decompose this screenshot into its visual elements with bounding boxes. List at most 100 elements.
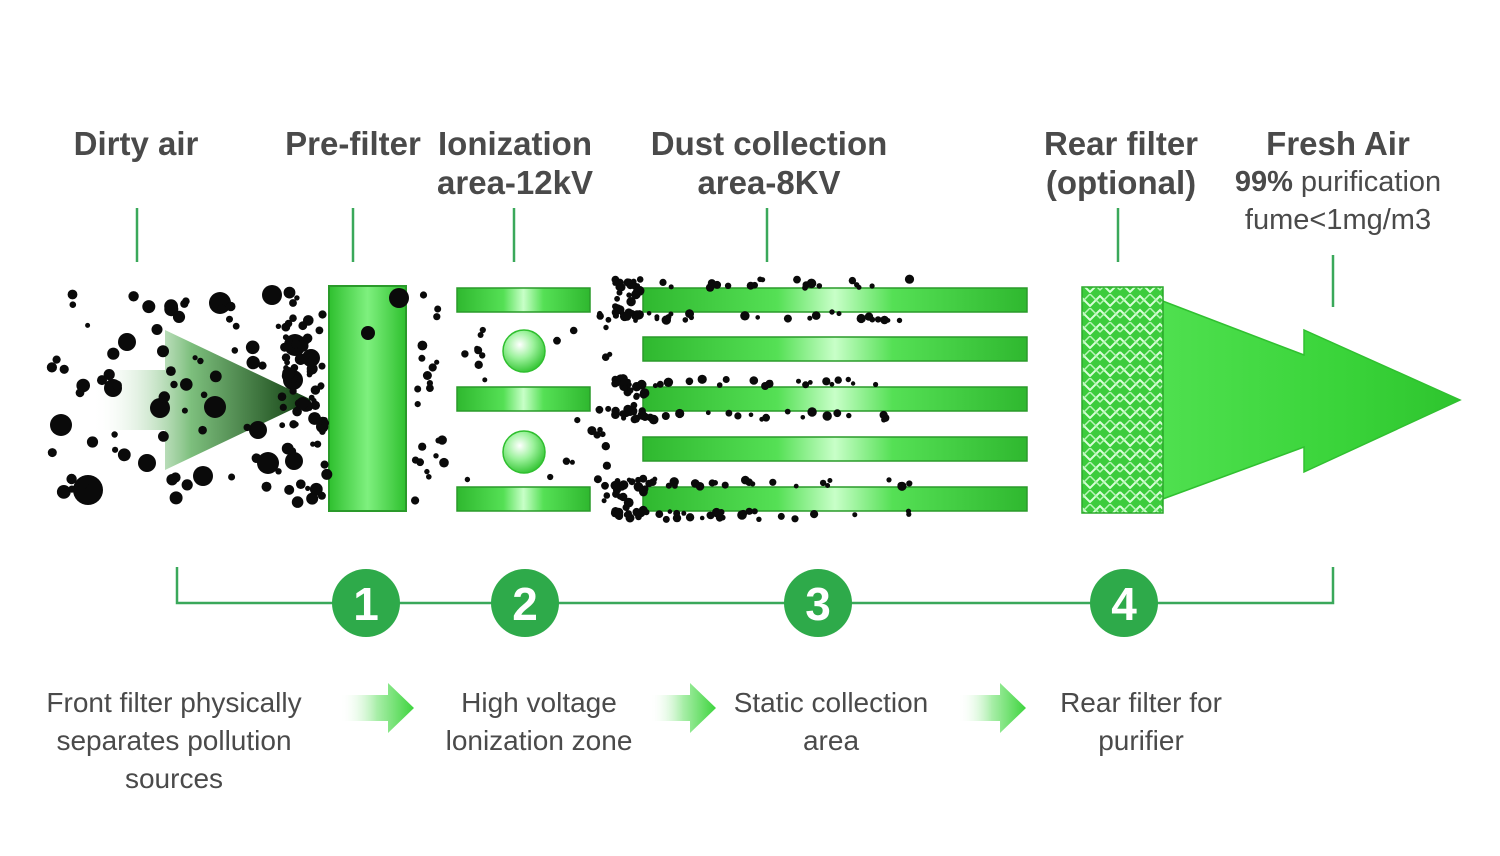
particle bbox=[654, 316, 660, 322]
particle bbox=[474, 360, 483, 369]
particle bbox=[905, 508, 912, 514]
particle bbox=[661, 412, 670, 420]
particle bbox=[713, 280, 722, 289]
particle bbox=[361, 326, 375, 340]
fresh-air-arrow bbox=[1159, 298, 1462, 502]
particle bbox=[721, 481, 729, 489]
particle bbox=[648, 414, 659, 425]
particle bbox=[289, 420, 298, 429]
particle bbox=[611, 406, 620, 416]
particle bbox=[614, 295, 620, 302]
description-step-2-line1: High voltage bbox=[461, 687, 617, 718]
particle bbox=[625, 378, 631, 385]
particle bbox=[622, 385, 628, 391]
particle bbox=[601, 442, 610, 451]
pre-filter-panel bbox=[328, 285, 407, 512]
particle bbox=[836, 311, 842, 317]
particle bbox=[699, 515, 705, 521]
particle bbox=[310, 385, 321, 395]
particle bbox=[209, 370, 222, 383]
particle bbox=[751, 508, 758, 515]
particle bbox=[807, 315, 813, 321]
particle bbox=[636, 381, 642, 387]
particle bbox=[310, 441, 316, 447]
particle bbox=[656, 380, 664, 388]
particle bbox=[825, 483, 831, 488]
particle bbox=[181, 479, 193, 491]
particle bbox=[806, 278, 817, 289]
particle bbox=[626, 297, 636, 307]
particle bbox=[284, 484, 295, 495]
particle bbox=[593, 475, 602, 484]
particle bbox=[569, 459, 575, 465]
description-step-3-line2: area bbox=[802, 725, 860, 756]
particle bbox=[605, 405, 612, 412]
particle bbox=[314, 440, 322, 448]
particle bbox=[296, 397, 309, 410]
particle bbox=[612, 312, 620, 319]
particle bbox=[296, 479, 306, 490]
particle bbox=[77, 477, 89, 489]
particle bbox=[850, 381, 856, 386]
particle bbox=[169, 491, 183, 505]
particle bbox=[434, 359, 440, 365]
particle bbox=[426, 384, 434, 392]
flow-arrow-1 bbox=[340, 683, 414, 733]
particle bbox=[282, 334, 289, 341]
particle bbox=[67, 289, 78, 300]
particle bbox=[198, 425, 207, 435]
particle bbox=[138, 454, 156, 472]
particle bbox=[682, 317, 689, 323]
label-rear-line1: Rear filter bbox=[1043, 125, 1199, 162]
particle bbox=[298, 321, 308, 331]
particle bbox=[157, 345, 169, 358]
label-fresh-purification: purification bbox=[1292, 166, 1442, 198]
particle bbox=[200, 391, 208, 399]
particle bbox=[279, 422, 286, 429]
particle bbox=[601, 498, 607, 504]
particle bbox=[873, 381, 879, 388]
pollution-particles bbox=[46, 274, 915, 523]
particle bbox=[852, 512, 858, 518]
particle bbox=[69, 301, 77, 309]
particle bbox=[834, 376, 842, 384]
particle bbox=[626, 409, 634, 417]
particle bbox=[829, 381, 835, 387]
particle bbox=[246, 355, 260, 370]
particle bbox=[626, 292, 632, 298]
particle bbox=[695, 482, 705, 491]
particle bbox=[158, 431, 169, 442]
particle bbox=[170, 380, 178, 389]
particle bbox=[603, 492, 611, 499]
particle bbox=[228, 473, 236, 481]
particle bbox=[630, 401, 638, 409]
particle bbox=[811, 311, 821, 320]
particle bbox=[68, 485, 76, 493]
particle bbox=[906, 480, 913, 487]
particle bbox=[632, 415, 640, 423]
particle bbox=[638, 407, 646, 415]
particle bbox=[180, 299, 189, 308]
particle bbox=[292, 406, 302, 417]
particle bbox=[477, 332, 484, 338]
particle bbox=[306, 492, 319, 505]
particle bbox=[321, 417, 328, 424]
particle bbox=[605, 316, 612, 323]
dirty-air-arrow bbox=[92, 330, 312, 470]
particle bbox=[416, 458, 424, 467]
particle bbox=[204, 396, 226, 418]
particle bbox=[289, 387, 297, 395]
particle bbox=[232, 322, 240, 330]
particle bbox=[635, 476, 642, 484]
particle bbox=[112, 380, 122, 391]
particle bbox=[612, 303, 619, 310]
particle bbox=[283, 286, 296, 299]
particle bbox=[655, 510, 664, 518]
particle bbox=[422, 371, 432, 380]
particle bbox=[669, 477, 679, 487]
particle bbox=[800, 415, 806, 420]
description-step-3-line1: Static collection bbox=[733, 687, 929, 718]
particle bbox=[437, 435, 447, 445]
particle bbox=[896, 317, 903, 324]
